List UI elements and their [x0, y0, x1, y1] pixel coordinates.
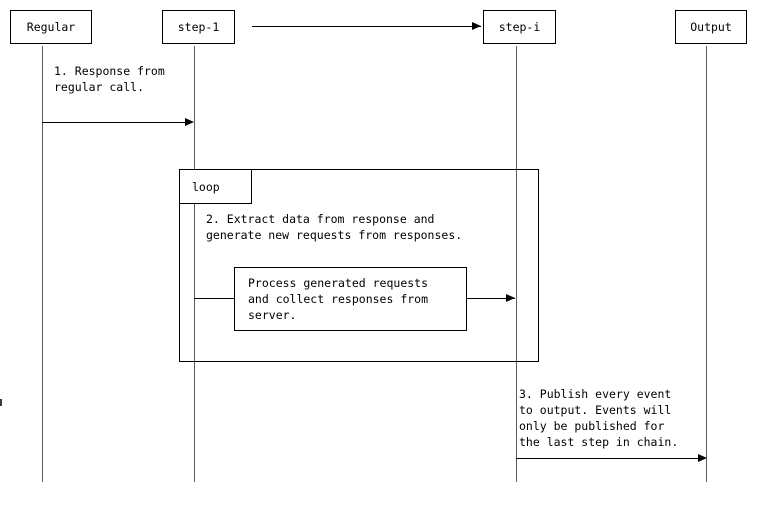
lifeline-regular	[42, 46, 43, 482]
canvas-edge-tick	[0, 399, 2, 406]
participant-label-output: Output	[690, 20, 732, 34]
lifeline-output	[706, 46, 707, 482]
message-arrow-regular-to-step1	[42, 122, 188, 123]
participant-label-regular: Regular	[26, 20, 76, 34]
arrowhead-regular-to-step1	[185, 118, 194, 126]
fragment-loop-body-text: 2. Extract data from response and genera…	[206, 212, 463, 242]
participant-output[interactable]: Output	[675, 10, 747, 44]
participant-label-stepi: step-i	[498, 20, 541, 34]
fragment-loop-operator-text: loop	[192, 179, 220, 194]
lifeline-step1	[194, 46, 195, 482]
arrowhead-step1-to-stepi-header	[472, 22, 481, 30]
participant-regular[interactable]: Regular	[10, 10, 92, 44]
lifeline-stepi	[516, 46, 517, 482]
message-label-publish-every-event: 3. Publish every event to output. Events…	[519, 387, 679, 449]
participant-label-step1: step-1	[177, 20, 220, 34]
message-arrow-stepi-to-output	[516, 458, 702, 459]
fragment-loop-operator-label: loop	[180, 170, 252, 204]
note-process-generated-requests: Process generated requests and collect r…	[234, 267, 467, 331]
participant-step1[interactable]: step-1	[162, 10, 235, 44]
arrowhead-stepi-to-output	[698, 454, 707, 462]
message-label-response-from-regular-call: 1. Response from regular call.	[54, 64, 165, 94]
arrowhead-step1-to-stepi-process	[506, 294, 515, 302]
fragment-loop	[179, 169, 539, 362]
message-arrow-step1-to-stepi-header	[252, 26, 481, 27]
participant-stepi[interactable]: step-i	[483, 10, 556, 44]
